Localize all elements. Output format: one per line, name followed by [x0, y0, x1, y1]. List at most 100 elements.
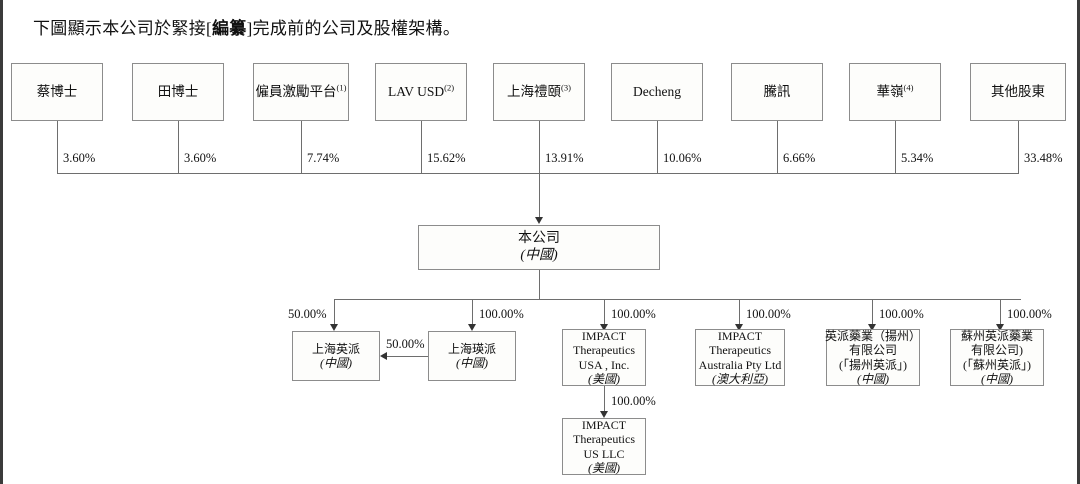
- shareholder-box-2[interactable]: 僱員激勵平台(1): [253, 63, 349, 121]
- subsidiary-line-4-2: (「揚州英派」): [839, 357, 907, 372]
- stem-shareholder-8: [1018, 121, 1019, 173]
- ownership-pct-7: 5.34%: [901, 151, 934, 165]
- shareholder-name-5: Decheng: [633, 84, 681, 100]
- arrow-subsidiary-3: [735, 324, 743, 331]
- grandchild-line-1: Therapeutics: [573, 432, 635, 447]
- subsidiary-pct-0: 50.00%: [288, 307, 327, 321]
- stem-shareholder-3: [421, 121, 422, 173]
- shareholder-box-0[interactable]: 蔡博士: [11, 63, 103, 121]
- arrow-subsidiary-4: [868, 324, 876, 331]
- subsidiary-pct-4: 100.00%: [879, 307, 924, 321]
- shareholder-box-7[interactable]: 華嶺(4): [849, 63, 941, 121]
- subsidiary-box-1[interactable]: 上海瑛派 (中國): [428, 331, 516, 381]
- ownership-pct-1: 3.60%: [184, 151, 217, 165]
- stem-subsidiary-2: [604, 299, 605, 325]
- company-box[interactable]: 本公司 (中國): [418, 225, 660, 270]
- stem-subsidiary-0: [334, 299, 335, 325]
- subsidiary-line-5-2: (「蘇州英派」): [963, 357, 1031, 372]
- bus-to-company-arrow: [535, 217, 543, 224]
- grandchild-jurisdiction: (美國): [588, 460, 620, 475]
- subsidiary-line-4-0: 英派藥業（揚州）: [825, 329, 922, 344]
- subsidiary-box-0[interactable]: 上海英派 (中國): [292, 331, 380, 381]
- subsidiary-line-5-0: 蘇州英派藥業: [960, 329, 1033, 344]
- bus-to-company-line: [539, 173, 540, 218]
- cross-holding-arrow: [380, 352, 387, 360]
- shareholder-box-5[interactable]: Decheng: [611, 63, 703, 121]
- shareholder-box-1[interactable]: 田博士: [132, 63, 224, 121]
- subsidiary-line-0-0: 上海英派: [311, 341, 360, 356]
- stem-shareholder-6: [777, 121, 778, 173]
- stem-shareholder-7: [895, 121, 896, 173]
- stem-subsidiary-4: [872, 299, 873, 325]
- arrow-subsidiary-0: [330, 324, 338, 331]
- subsidiary-jurisdiction-1: (中國): [456, 356, 488, 370]
- arrow-grandchild: [600, 411, 608, 418]
- shareholder-box-3[interactable]: LAV USD(2): [375, 63, 467, 121]
- stem-shareholder-1: [178, 121, 179, 173]
- subsidiary-jurisdiction-4: (中國): [857, 371, 889, 386]
- subsidiary-line-4-1: 有限公司: [848, 343, 897, 358]
- subsidiary-line-5-1: 有限公司): [971, 343, 1023, 358]
- page-right-rule: [1077, 0, 1080, 484]
- stem-subsidiary-5: [1000, 299, 1001, 325]
- subsidiary-jurisdiction-5: (中國): [981, 371, 1013, 386]
- shareholder-name-1: 田博士: [157, 84, 199, 100]
- page-left-rule: [0, 0, 3, 484]
- shareholder-note-7: (4): [903, 82, 914, 93]
- shareholder-name-2: 僱員激勵平台(1): [255, 82, 347, 100]
- shareholder-name-0: 蔡博士: [36, 84, 78, 100]
- subsidiary-pct-3: 100.00%: [746, 307, 791, 321]
- subsidiary-line-1-0: 上海瑛派: [447, 341, 496, 356]
- cross-holding-pct: 50.00%: [386, 337, 425, 351]
- subsidiary-jurisdiction-2: (美國): [588, 371, 620, 386]
- shareholder-note-4: (3): [561, 82, 571, 93]
- subsidiary-pct-2: 100.00%: [611, 307, 656, 321]
- company-jurisdiction: (中國): [520, 247, 558, 263]
- shareholder-name-7: 華嶺(4): [876, 82, 914, 100]
- grandchild-pct: 100.00%: [611, 394, 656, 408]
- stem-shareholder-5: [657, 121, 658, 173]
- subsidiary-line-3-2: Australia Pty Ltd: [698, 357, 782, 372]
- subsidiary-line-2-0: IMPACT: [581, 329, 627, 344]
- shareholder-name-3: LAV USD(2): [387, 82, 455, 100]
- stem-shareholder-0: [57, 121, 58, 173]
- shareholder-box-6[interactable]: 騰訊: [731, 63, 823, 121]
- arrow-subsidiary-2: [600, 324, 608, 331]
- shareholder-bus-line: [57, 173, 1019, 174]
- subsidiary-line-2-2: USA , Inc.: [578, 357, 630, 372]
- subsidiary-pct-5: 100.00%: [1007, 307, 1052, 321]
- ownership-pct-0: 3.60%: [63, 151, 96, 165]
- heading-suffix: ]完成前的公司及股權架構。: [246, 19, 461, 38]
- subsidiary-box-4[interactable]: 英派藥業（揚州） 有限公司 (「揚州英派」) (中國): [825, 329, 922, 386]
- arrow-subsidiary-1: [468, 324, 476, 331]
- stem-shareholder-2: [301, 121, 302, 173]
- grandchild-box[interactable]: IMPACT Therapeutics US LLC (美國): [562, 418, 646, 475]
- ownership-pct-6: 6.66%: [783, 151, 816, 165]
- stem-shareholder-4: [539, 121, 540, 173]
- subsidiary-line-3-0: IMPACT: [717, 329, 763, 344]
- subsidiary-box-5[interactable]: 蘇州英派藥業 有限公司) (「蘇州英派」) (中國): [950, 329, 1044, 386]
- ownership-pct-5: 10.06%: [663, 151, 702, 165]
- grandchild-line-0: IMPACT: [581, 418, 627, 433]
- arrow-subsidiary-5: [996, 324, 1004, 331]
- heading-prefix: 下圖顯示本公司於緊接[: [33, 19, 212, 38]
- stem-grandchild: [604, 386, 605, 412]
- subsidiary-bus-line: [334, 299, 1021, 300]
- stem-subsidiary-3: [739, 299, 740, 325]
- shareholder-name-4: 上海禮頤(3): [507, 82, 571, 100]
- subsidiary-line-3-1: Therapeutics: [709, 343, 771, 358]
- company-down-stem: [539, 270, 540, 299]
- shareholder-name-8: 其他股東: [991, 84, 1045, 100]
- ownership-pct-8: 33.48%: [1024, 151, 1063, 165]
- shareholder-name-6: 騰訊: [763, 84, 791, 100]
- subsidiary-jurisdiction-3: (澳大利亞): [712, 371, 768, 386]
- subsidiary-box-3[interactable]: IMPACT Therapeutics Australia Pty Ltd (澳…: [695, 329, 785, 386]
- company-name: 本公司: [518, 230, 560, 246]
- ownership-pct-2: 7.74%: [307, 151, 340, 165]
- subsidiary-pct-1: 100.00%: [479, 307, 524, 321]
- subsidiary-box-2[interactable]: IMPACT Therapeutics USA , Inc. (美國): [562, 329, 646, 386]
- grandchild-line-2: US LLC: [583, 446, 625, 461]
- shareholder-box-4[interactable]: 上海禮頤(3): [493, 63, 585, 121]
- shareholder-box-8[interactable]: 其他股東: [970, 63, 1066, 121]
